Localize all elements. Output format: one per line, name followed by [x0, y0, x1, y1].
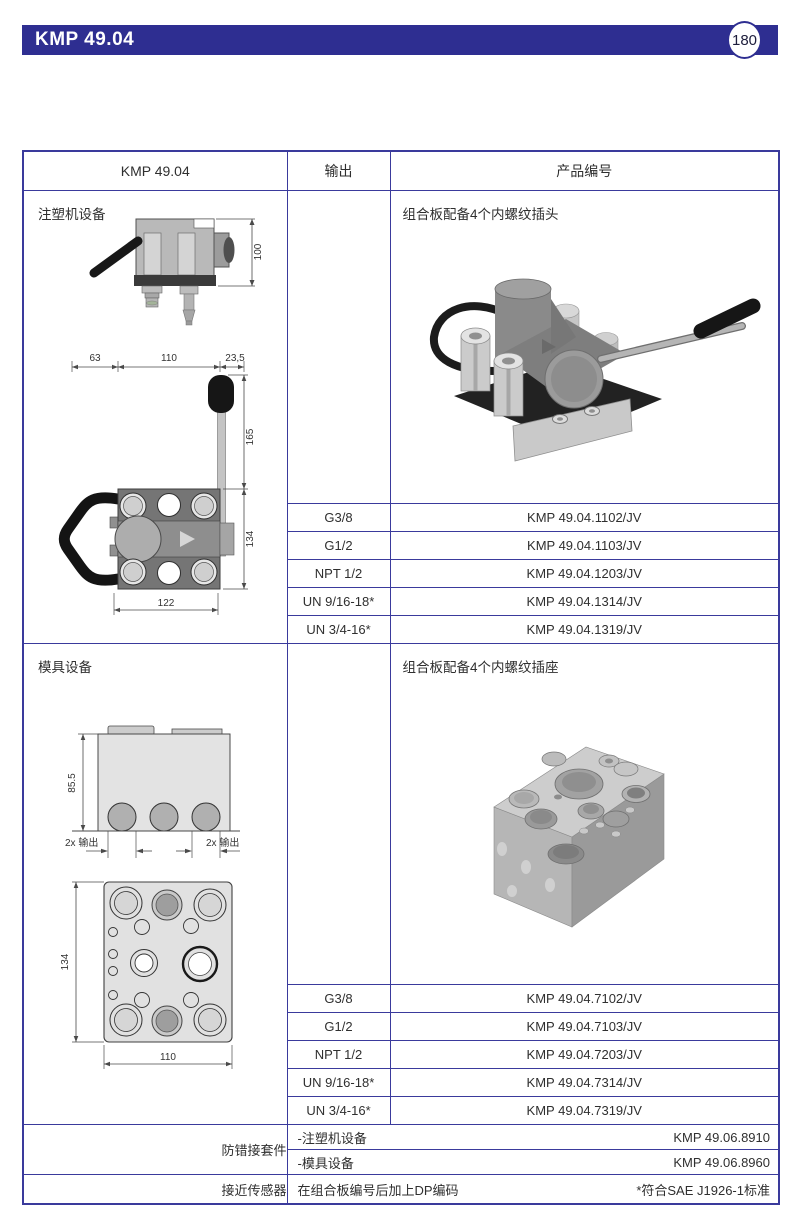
- table-header-row: KMP 49.04 输出 产品编号: [22, 150, 780, 191]
- proximity-sensor-text: 在组合板编号后加上DP编码: [297, 1182, 459, 1198]
- anti-misconnect-variant: -注塑机设备: [297, 1130, 367, 1146]
- plate-product-photo: [492, 746, 665, 928]
- output-cell: UN 9/16-18*: [286, 587, 391, 616]
- dim-100: 100: [253, 243, 264, 260]
- part-cell: KMP 49.04.1102/JV: [389, 503, 780, 532]
- anti-misconnect-row: -模具设备 KMP 49.06.8960: [286, 1149, 780, 1175]
- section1-label: 注塑机设备: [38, 207, 106, 222]
- dim-110-face: 110: [160, 1052, 176, 1063]
- output-cell: NPT 1/2: [286, 559, 391, 588]
- output-column-spacer: [286, 190, 391, 504]
- part-cell: KMP 49.04.7319/JV: [389, 1096, 780, 1125]
- part-cell: KMP 49.04.1203/JV: [389, 559, 780, 588]
- dim-134-face: 134: [60, 953, 71, 970]
- dim-110: 110: [161, 353, 177, 364]
- header-part-number: 产品编号: [389, 150, 780, 191]
- valve-lever: [89, 236, 143, 278]
- lever-knob: [208, 375, 234, 413]
- proximity-sensor-row: 在组合板编号后加上DP编码 *符合SAE J1926-1标准: [286, 1174, 780, 1205]
- table-row: G3/8 KMP 49.04.7102/JV: [23, 984, 780, 1013]
- sae-footnote: *符合SAE J1926-1标准: [636, 1182, 770, 1198]
- output-cell: G1/2: [286, 1012, 391, 1041]
- table-row: UN 3/4-16* KMP 49.04.1319/JV: [23, 615, 780, 644]
- output-cell: UN 9/16-18*: [286, 1068, 391, 1097]
- outputs-label-left: 2x 输出: [65, 836, 98, 849]
- section2-label: 模具设备: [38, 660, 92, 675]
- page-title: KMP 49.04: [35, 29, 135, 50]
- section2-photo-cell: 组合板配备4个内螺纹插座: [389, 643, 780, 985]
- table-row: UN 3/4-16* KMP 49.04.7319/JV: [23, 1096, 780, 1125]
- flow-arrow: [180, 531, 195, 547]
- section2-description: 组合板配备4个内螺纹插座: [402, 660, 559, 675]
- photo-lever-grip: [693, 298, 760, 339]
- dim-122: 122: [158, 598, 175, 609]
- section2-drawing-cell: 模具设备 85.5: [22, 643, 288, 1125]
- section1-description: 组合板配备4个内螺纹插头: [402, 207, 559, 222]
- part-cell: KMP 49.04.7103/JV: [389, 1012, 780, 1041]
- section1-drawing-cell: 注塑机设备: [22, 190, 288, 644]
- output-cell: NPT 1/2: [286, 1040, 391, 1069]
- table-row: NPT 1/2 KMP 49.04.1203/JV: [23, 559, 780, 588]
- section1-photo-cell: 组合板配备4个内螺纹插头: [389, 190, 780, 504]
- part-cell: KMP 49.04.1314/JV: [389, 587, 780, 616]
- anti-misconnect-row: -注塑机设备 KMP 49.06.8910: [286, 1124, 780, 1150]
- block-face-drawing: 134 110: [60, 881, 233, 1069]
- page-header-bar: KMP 49.04 180: [22, 21, 778, 59]
- output-cell: UN 3/4-16*: [286, 1096, 391, 1125]
- page-number: 180: [731, 31, 758, 49]
- output-column-spacer: [286, 643, 391, 985]
- valve-side-drawing: 100: [89, 218, 264, 326]
- table-row: G1/2 KMP 49.04.1103/JV: [23, 531, 780, 560]
- output-cell: G1/2: [286, 531, 391, 560]
- part-cell: KMP 49.04.7203/JV: [389, 1040, 780, 1069]
- dim-23-5: 23,5: [225, 353, 245, 364]
- part-cell: KMP 49.04.7314/JV: [389, 1068, 780, 1097]
- valve-front-drawing: 63 110 23,5: [58, 353, 256, 615]
- dim-165: 165: [245, 428, 256, 445]
- dim-134: 134: [245, 530, 256, 547]
- output-cell: G3/8: [286, 984, 391, 1013]
- output-cell: UN 3/4-16*: [286, 615, 391, 644]
- part-cell: KMP 49.04.7102/JV: [389, 984, 780, 1013]
- part-cell: KMP 49.04.1103/JV: [389, 531, 780, 560]
- anti-misconnect-variant: -模具设备: [297, 1155, 354, 1171]
- output-cell: G3/8: [286, 503, 391, 532]
- product-table: KMP 49.04 输出 产品编号 注塑机设备: [22, 150, 780, 1205]
- outputs-label-right: 2x 输出: [206, 836, 239, 849]
- anti-misconnect-label: 防错接套件: [22, 1124, 288, 1175]
- block-side-drawing: 85.5 2x 输出 2x 输出: [65, 725, 240, 858]
- dim-85-5: 85.5: [67, 773, 78, 793]
- page-number-badge: 180: [727, 21, 762, 59]
- table-row: UN 9/16-18* KMP 49.04.7314/JV: [23, 1068, 780, 1097]
- proximity-sensor-label: 接近传感器: [22, 1174, 288, 1205]
- anti-misconnect-part: KMP 49.06.8910: [673, 1129, 770, 1145]
- header-model: KMP 49.04: [22, 150, 288, 191]
- part-cell: KMP 49.04.1319/JV: [389, 615, 780, 644]
- dim-63: 63: [89, 353, 101, 364]
- header-output: 输出: [286, 150, 391, 191]
- table-row: UN 9/16-18* KMP 49.04.1314/JV: [23, 587, 780, 616]
- carry-handle: [58, 492, 124, 586]
- valve-product-photo: [429, 278, 760, 462]
- anti-misconnect-part: KMP 49.06.8960: [673, 1154, 770, 1170]
